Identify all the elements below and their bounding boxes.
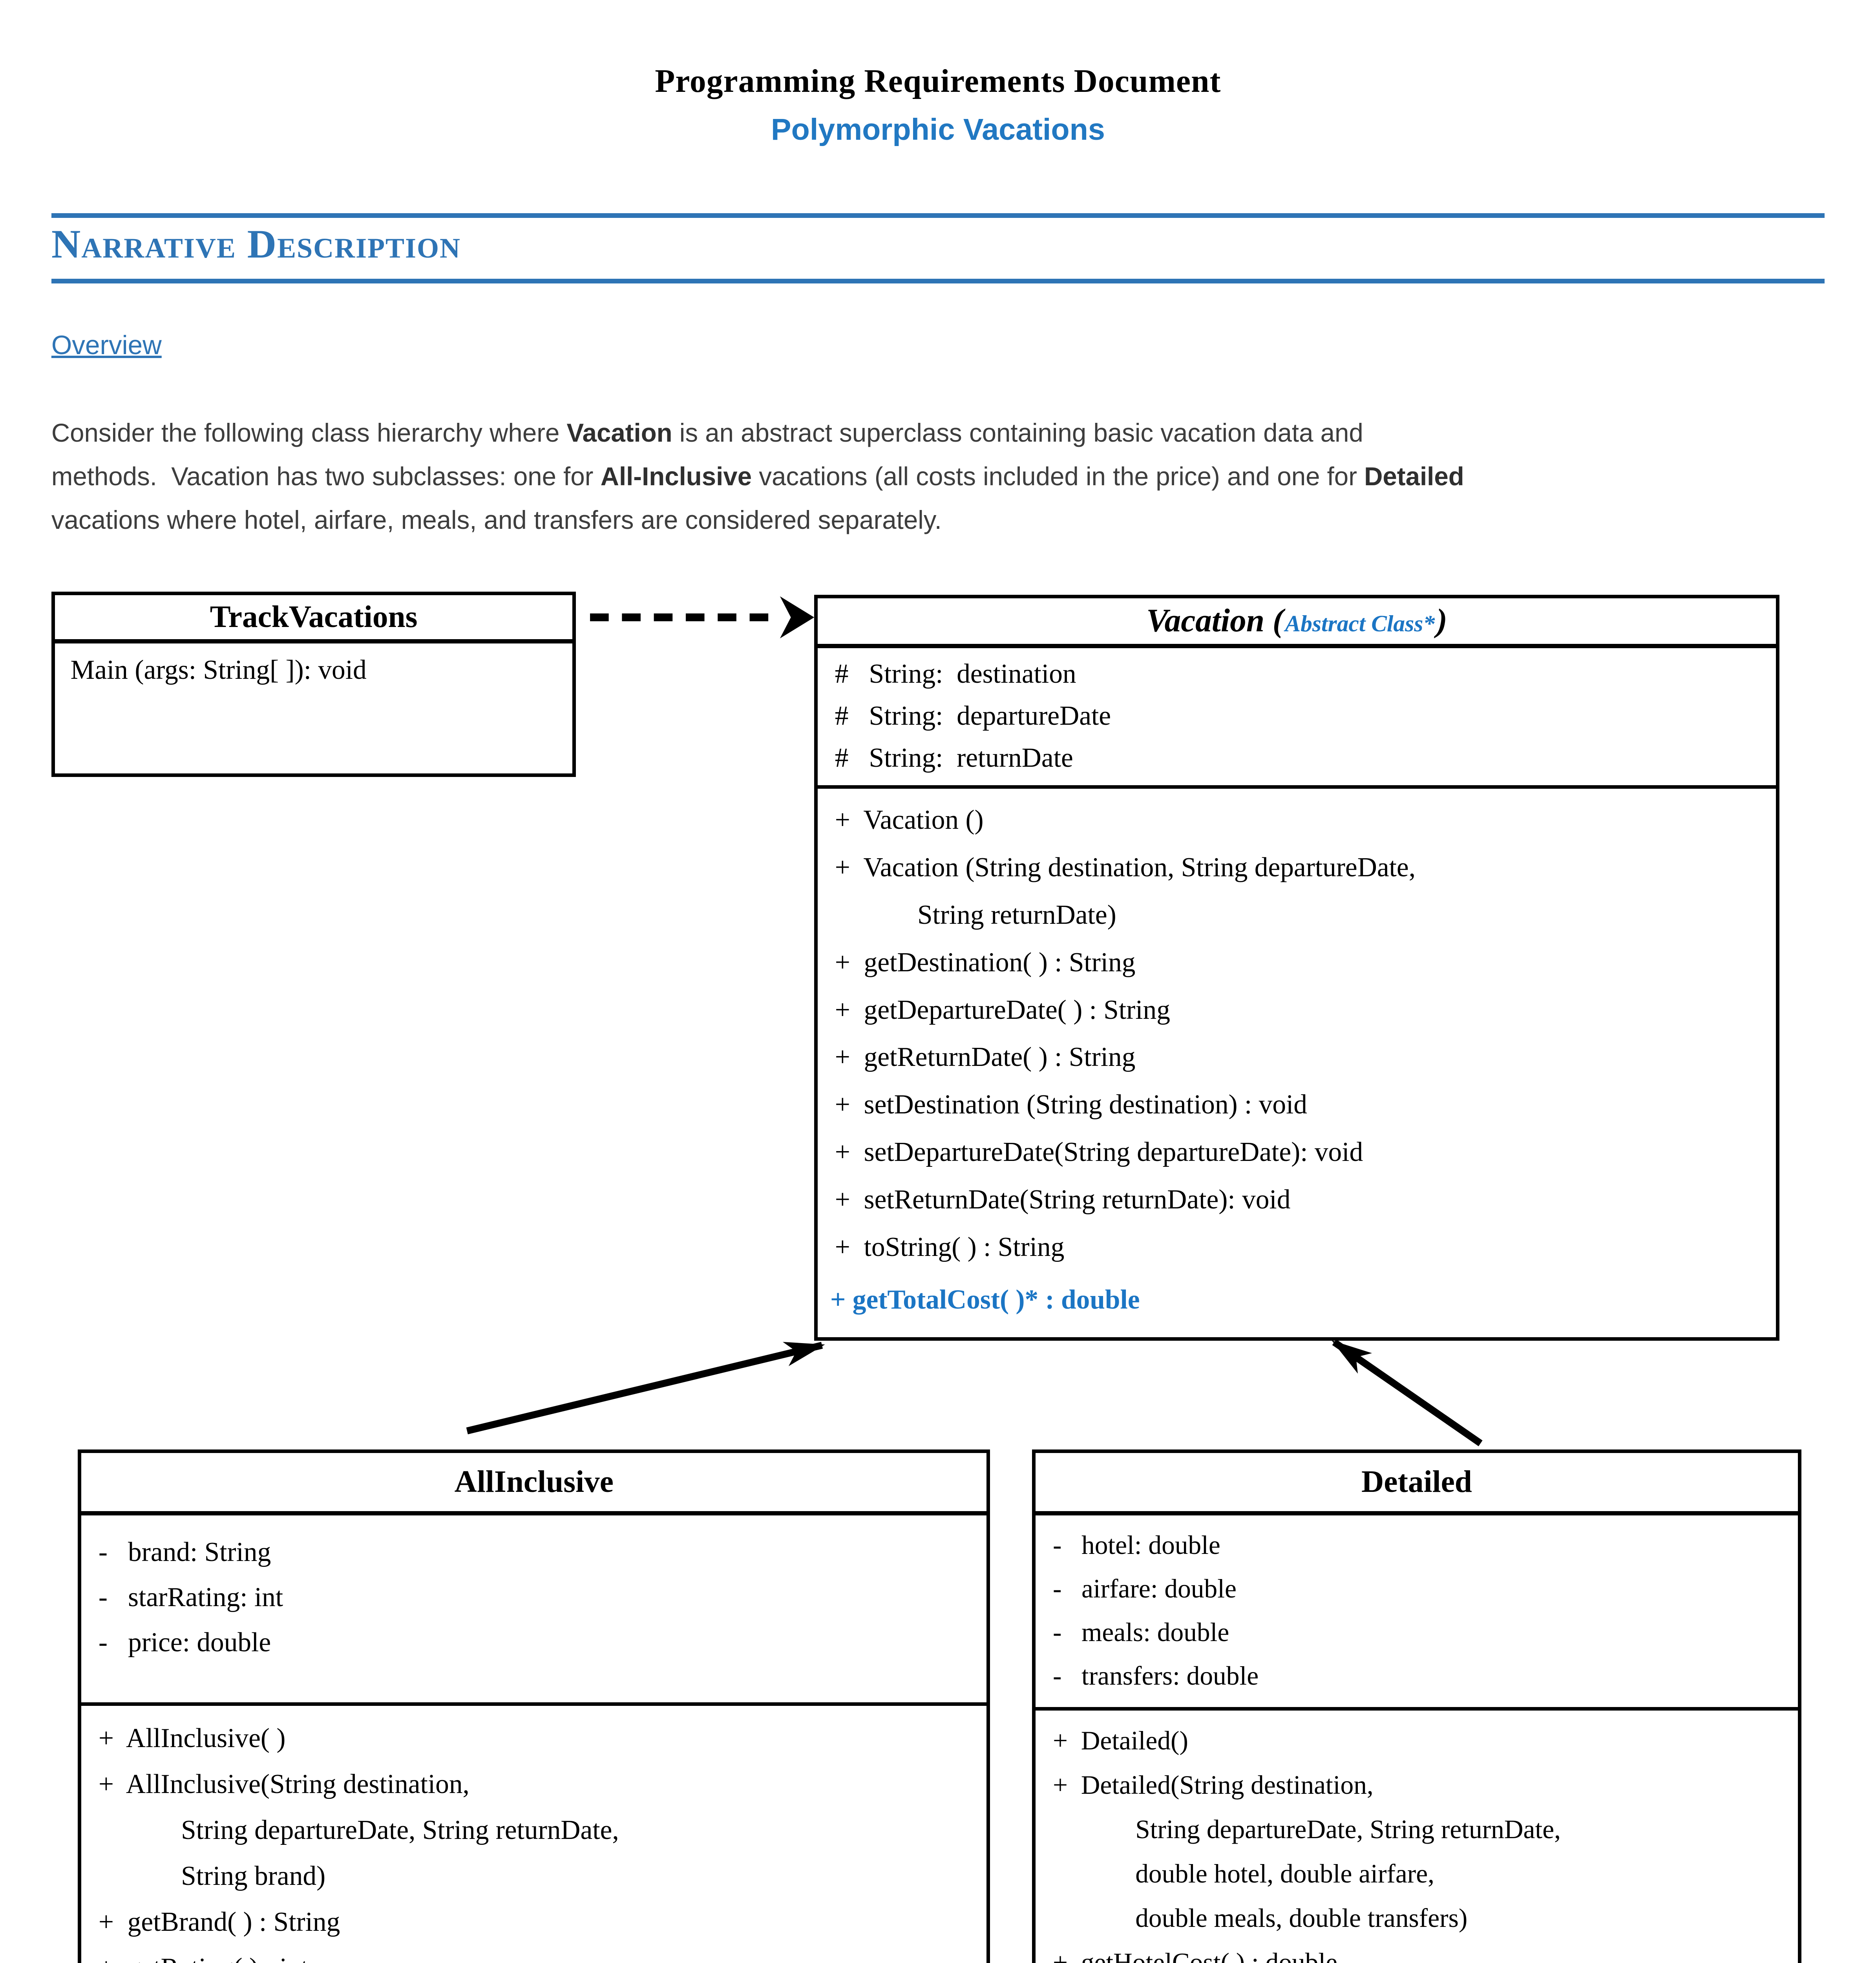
vacation-method: + getTotalCost( )* : double: [830, 1285, 1140, 1315]
document-subtitle: Polymorphic Vacations: [771, 112, 1105, 146]
vacation-field-list: # String: destination # String: departure…: [818, 648, 1776, 789]
vacation-method: + setDestination (String destination) : …: [835, 1089, 1307, 1120]
vacation-method: String returnDate): [917, 899, 1116, 930]
trackvacations-class-title: TrackVacations: [55, 595, 573, 643]
vacation-method-list: + Vacation () + Vacation (String destinat…: [818, 789, 1776, 1329]
detailed-method: + Detailed(String destination,: [1053, 1770, 1374, 1800]
paragraph-bold-detailed: Detailed: [1364, 462, 1464, 491]
vacation-title-text: Vacation (: [1146, 602, 1284, 639]
detailed-method: double hotel, double airfare,: [1135, 1859, 1434, 1888]
vacation-title-close: ): [1436, 602, 1447, 639]
class-box-vacation: Vacation (Abstract Class*) # String: des…: [814, 594, 1779, 1341]
detailed-method: + Detailed(): [1053, 1725, 1188, 1755]
allinclusive-method: + AllInclusive( ): [98, 1723, 286, 1753]
overview-heading: Overview: [51, 330, 162, 360]
dashed-dependency-arrow: [590, 596, 815, 639]
vacation-method: + setDepartureDate(String departureDate)…: [835, 1137, 1363, 1168]
paragraph-line: methods. Vacation has two subclasses: on…: [51, 455, 1825, 498]
inheritance-arrow-left: [466, 1342, 825, 1435]
class-box-allinclusive: AllInclusive - brand: String - starRating…: [78, 1449, 990, 1963]
section-rule-top: [51, 213, 1825, 218]
vacation-method: + setReturnDate(String returnDate): void: [835, 1184, 1291, 1215]
vacation-field: # String: destination: [835, 658, 1076, 689]
allinclusive-field: - price: double: [98, 1627, 271, 1658]
allinclusive-method: + getRating( ) : int: [81, 1945, 986, 1963]
detailed-field-list: - hotel: double - airfare: double - meals:…: [1036, 1515, 1798, 1711]
allinclusive-method: + getBrand( ) : String: [98, 1906, 340, 1937]
narrative-description-heading: Narrative Description: [51, 222, 461, 267]
detailed-class-title: Detailed: [1036, 1453, 1798, 1515]
allinclusive-field: - starRating: int: [98, 1582, 283, 1612]
vacation-method: + getDestination( ) : String: [835, 947, 1136, 978]
trackvacations-main-signature: Main (args: String[ ]): void: [70, 654, 367, 685]
paragraph-line: vacations where hotel, airfare, meals, a…: [51, 498, 1825, 542]
paragraph-text: vacations where hotel, airfare, meals, a…: [51, 506, 942, 535]
vacation-method: + toString( ) : String: [835, 1232, 1065, 1263]
overview-paragraph: Consider the following class hierarchy w…: [51, 411, 1825, 542]
allinclusive-field: - brand: String: [98, 1537, 271, 1567]
vacation-method: + Vacation (): [835, 804, 984, 835]
allinclusive-method-list: + AllInclusive( ) + AllInclusive(String d…: [81, 1706, 986, 1963]
vacation-method: + getReturnDate( ) : String: [835, 1042, 1136, 1073]
vacation-field: # String: returnDate: [835, 742, 1073, 773]
vacation-method: + Vacation (String destination, String d…: [835, 852, 1416, 883]
paragraph-text: vacations (all costs included in the pri…: [752, 462, 1365, 491]
paragraph-line: Consider the following class hierarchy w…: [51, 411, 1825, 455]
detailed-method: + getHotelCost( ) : double: [1053, 1947, 1338, 1963]
detailed-method: double meals, double transfers): [1135, 1903, 1468, 1933]
paragraph-text: is an abstract superclass containing bas…: [672, 418, 1363, 447]
abstract-class-annotation: Abstract Class*: [1285, 610, 1435, 636]
allinclusive-method: + AllInclusive(String destination,: [98, 1769, 469, 1799]
section-rule-bottom: [51, 278, 1825, 283]
detailed-field: - airfare: double: [1053, 1574, 1237, 1603]
allinclusive-method: String departureDate, String returnDate,: [181, 1815, 619, 1845]
detailed-method-list: + Detailed() + Detailed(String destinatio…: [1036, 1711, 1797, 1963]
allinclusive-field-list: - brand: String - starRating: int - price:…: [81, 1515, 987, 1706]
class-box-trackvacations: TrackVacations Main (args: String[ ]): v…: [51, 592, 576, 777]
paragraph-text: Consider the following class hierarchy w…: [51, 418, 567, 447]
vacation-class-title: Vacation (Abstract Class*): [818, 598, 1776, 648]
document-title: Programming Requirements Document: [655, 63, 1221, 99]
detailed-field: - hotel: double: [1053, 1530, 1220, 1560]
inheritance-arrow-right: [1332, 1339, 1483, 1446]
class-box-detailed: Detailed - hotel: double - airfare: doubl…: [1032, 1449, 1801, 1963]
vacation-field: # String: departureDate: [835, 700, 1111, 731]
detailed-method: String departureDate, String returnDate,: [1135, 1814, 1561, 1844]
detailed-field: - transfers: double: [1053, 1661, 1259, 1691]
paragraph-bold-vacation: Vacation: [566, 418, 672, 447]
vacation-method: + getDepartureDate( ) : String: [835, 994, 1170, 1025]
paragraph-bold-all-inclusive: All-Inclusive: [600, 462, 752, 491]
detailed-field: - meals: double: [1053, 1617, 1229, 1647]
allinclusive-class-title: AllInclusive: [81, 1453, 987, 1515]
paragraph-text: methods. Vacation has two subclasses: on…: [51, 462, 601, 491]
allinclusive-method: String brand): [181, 1861, 326, 1891]
